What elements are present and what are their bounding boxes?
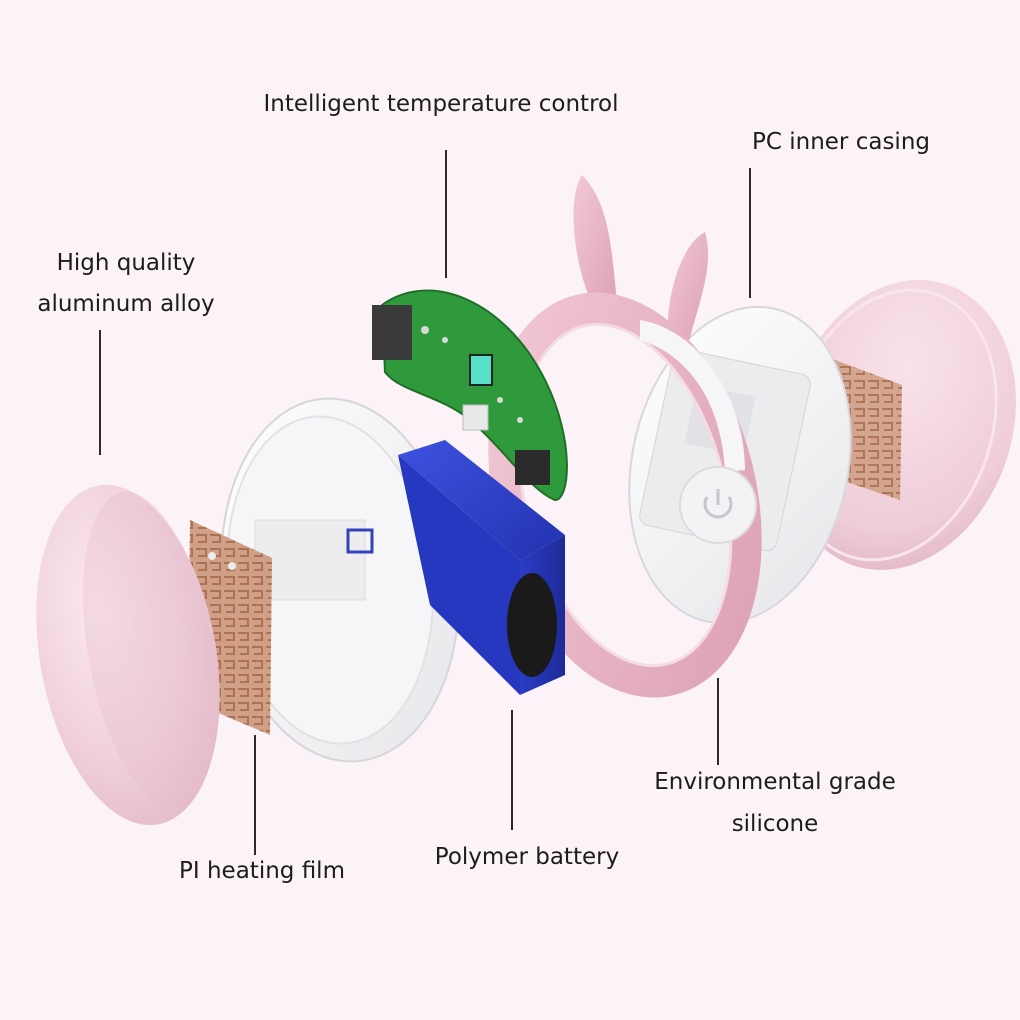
label-battery: Polymer battery (435, 844, 619, 870)
label-aluminum-line1: High quality (57, 250, 196, 276)
label-aluminum-line2: aluminum alloy (37, 291, 214, 317)
polymer-battery (398, 440, 565, 695)
leader-lines (99, 150, 751, 855)
label-inner-casing: PC inner casing (752, 129, 930, 155)
pcb-board (372, 289, 568, 502)
left-inner-casing (220, 397, 460, 763)
silicone-band (488, 175, 762, 698)
label-heating-film: PI heating film (179, 858, 345, 884)
label-silicone-line2: silicone (732, 811, 819, 837)
label-silicone-line1: Environmental grade (654, 769, 896, 795)
label-temperature-control: Intelligent temperature control (264, 91, 619, 117)
left-aluminum-shell (36, 484, 220, 826)
power-icon (703, 489, 733, 519)
